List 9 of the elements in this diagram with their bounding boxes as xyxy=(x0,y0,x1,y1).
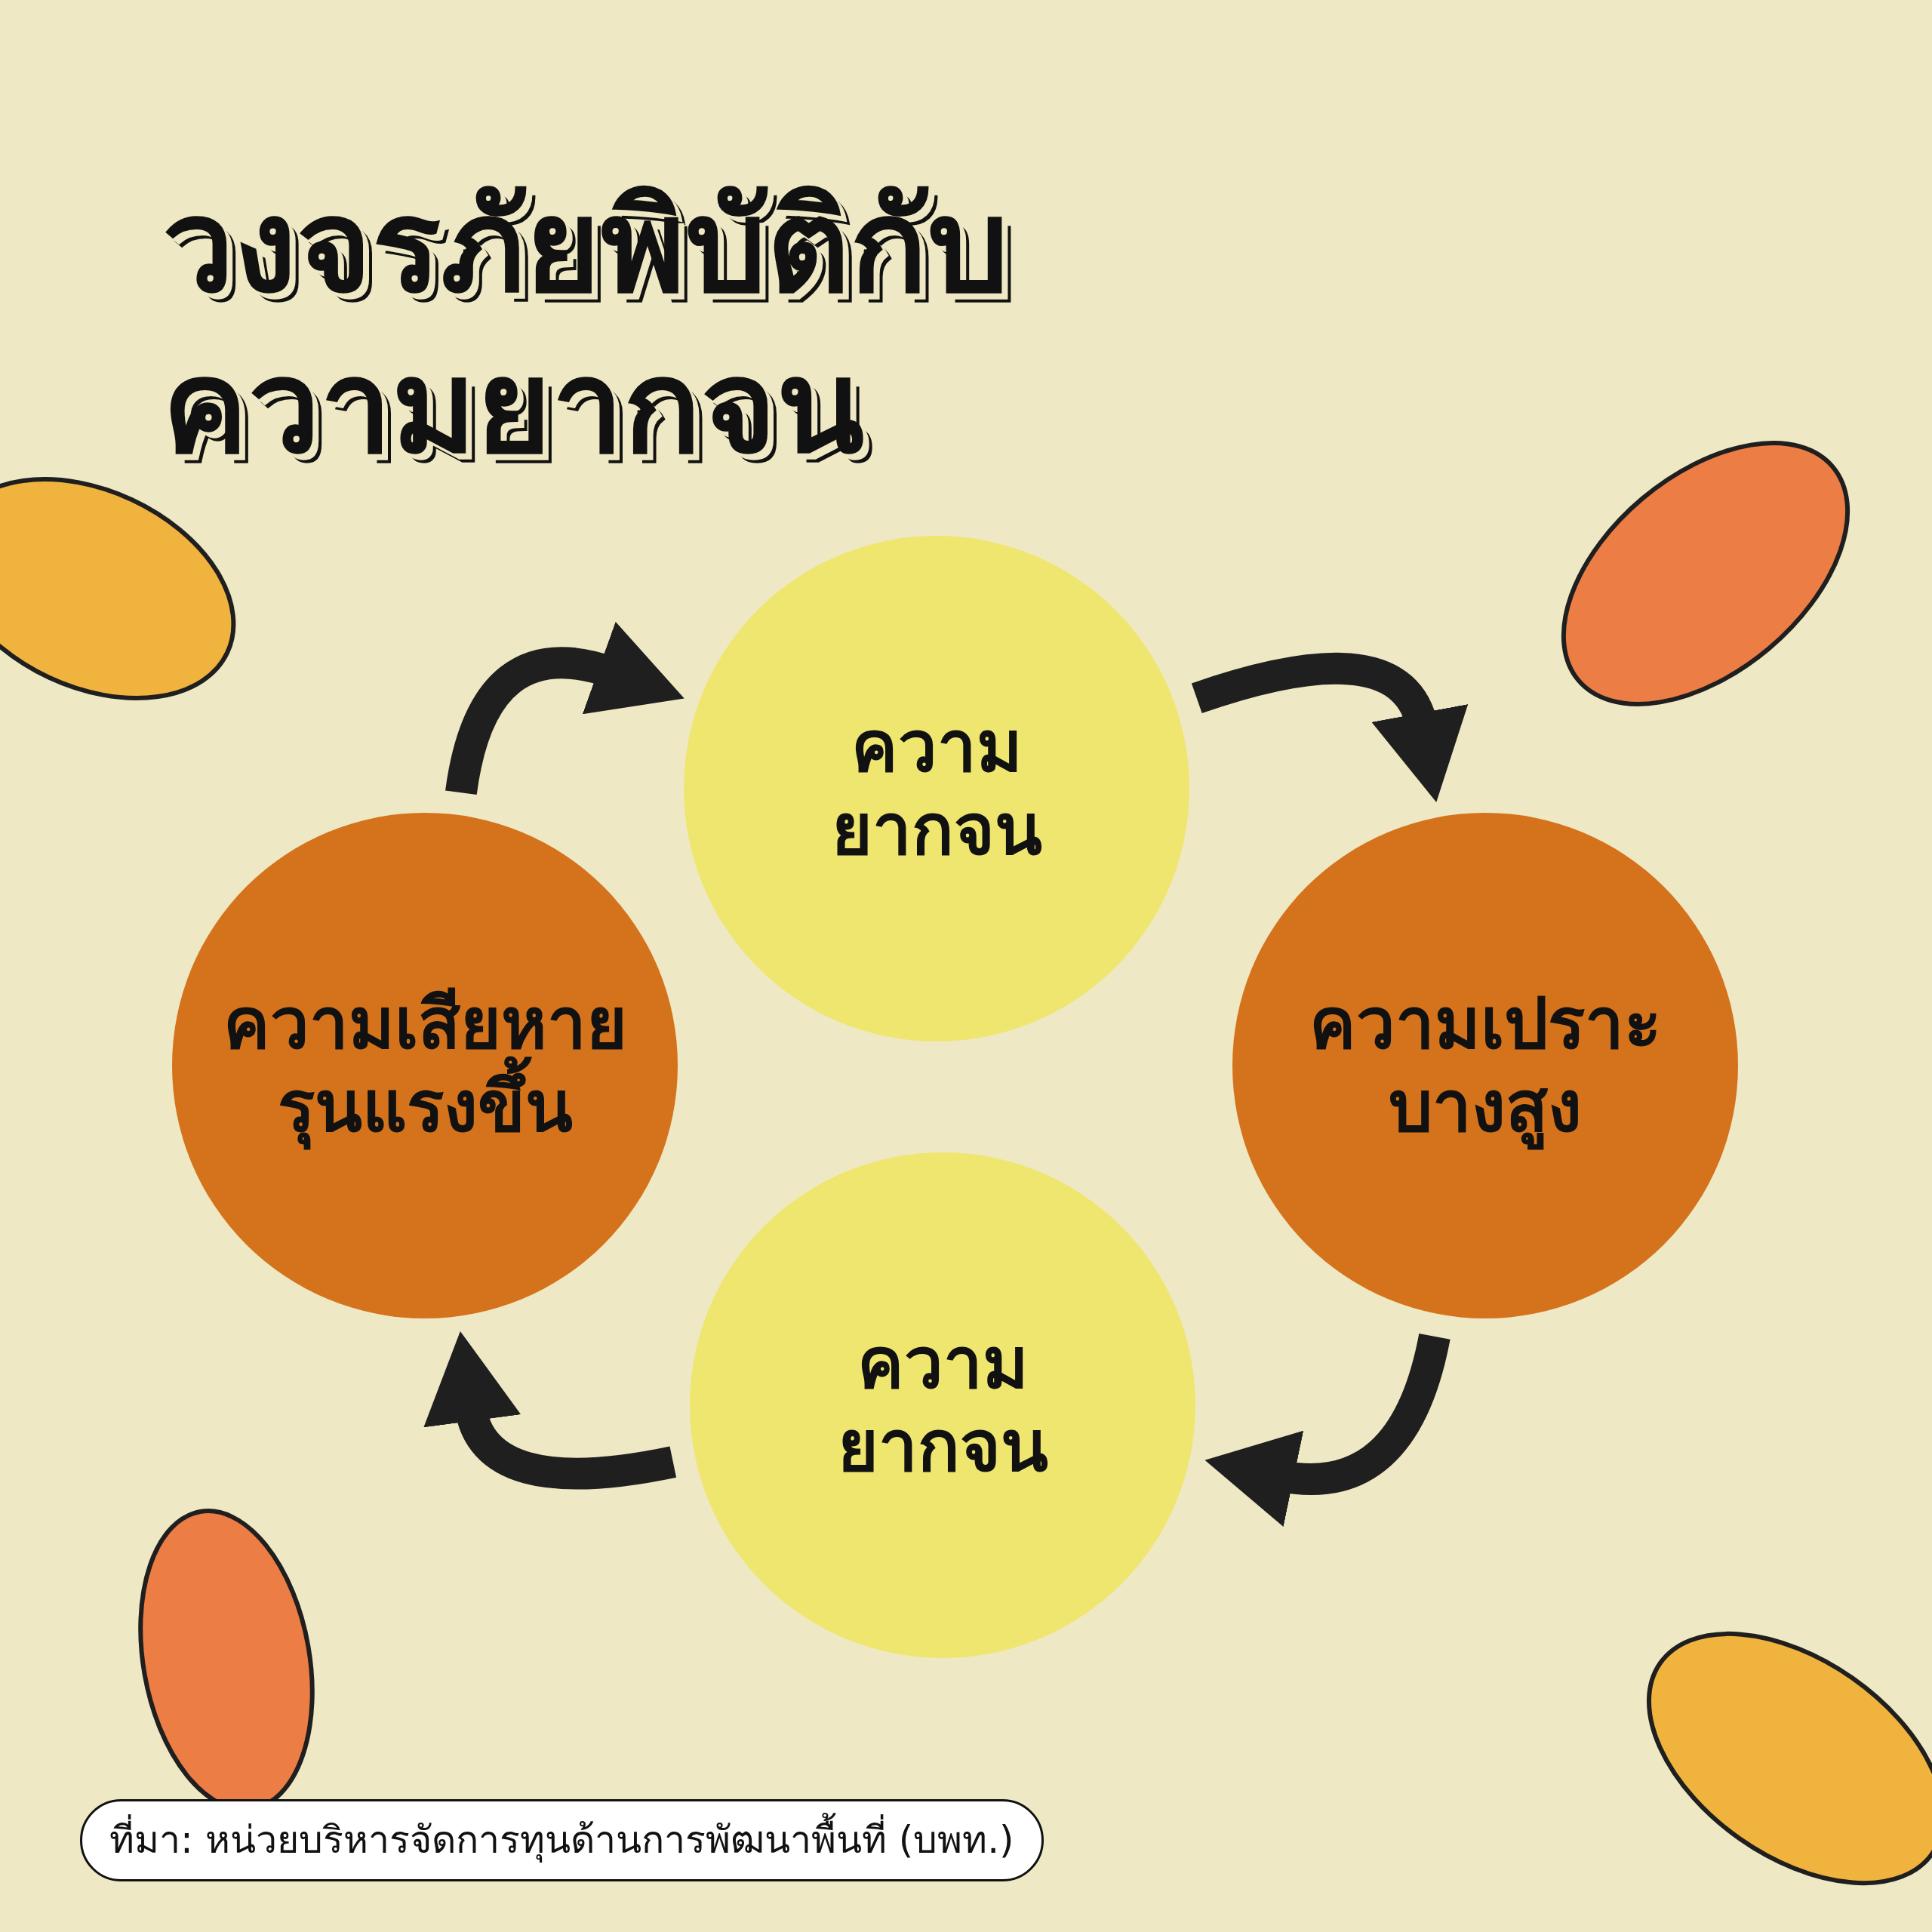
node-label: ความเปราะบางสูง xyxy=(1251,982,1719,1149)
curved-arrow xyxy=(1204,1333,1451,1527)
node-label: ความยากจน xyxy=(830,705,1043,872)
node-label: ความเสียหายรุนแรงขึ้น xyxy=(206,982,644,1149)
title: วงจรภัยพิบัติกับความยากจน xyxy=(162,171,1010,483)
source-note: ที่มา: หน่วยบริหารจัดการทุนด้านการพัฒนาพื้นที่ (บพท.) xyxy=(80,1799,1044,1881)
curved-arrow xyxy=(426,1332,676,1490)
curved-arrow xyxy=(1192,652,1466,801)
node-label: ความยากจน xyxy=(836,1321,1049,1488)
